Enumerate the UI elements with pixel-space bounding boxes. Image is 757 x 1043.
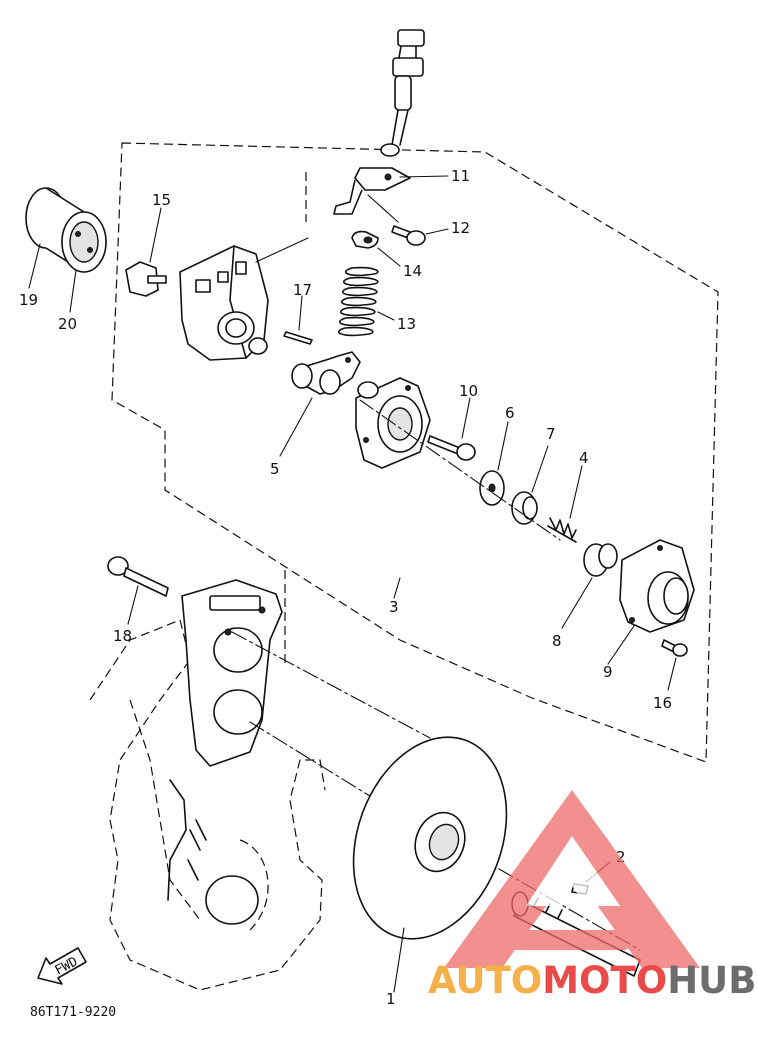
part-5-cam (279, 351, 361, 457)
part-6-washer (479, 421, 509, 506)
part-13-spring (338, 266, 395, 337)
watermark-hub: HUB (667, 959, 756, 1002)
callout-19: 19 (19, 291, 38, 309)
callout-7: 7 (546, 425, 556, 443)
part-18-bolt (107, 556, 169, 625)
part-15-plate (125, 207, 167, 297)
callout-8: 8 (552, 632, 562, 650)
part-19-20-cap (25, 187, 107, 313)
cylinder-block (167, 579, 283, 925)
forward-arrow-marker: FWD (37, 947, 87, 985)
callout-14: 14 (403, 262, 422, 280)
part-7-seal (511, 445, 549, 525)
part-17-pin (283, 295, 313, 345)
callout-18: 18 (113, 627, 132, 645)
callout-13: 13 (397, 315, 416, 333)
engine-case (89, 619, 326, 991)
callout-20: 20 (58, 315, 77, 333)
callout-11: 11 (451, 167, 470, 185)
part-8-piston (561, 543, 618, 629)
part-3-leader (393, 577, 401, 599)
callout-15: 15 (152, 191, 171, 209)
watermark-text: AUTOMOTOHUB (428, 959, 756, 1002)
callout-1: 1 (386, 990, 396, 1008)
callout-2: 2 (616, 848, 626, 866)
callout-9: 9 (603, 663, 613, 681)
watermark-auto: AUTO (428, 959, 542, 1002)
part-12-bolt (391, 225, 449, 246)
part-11-bracket (333, 167, 449, 223)
valve-housing (179, 237, 309, 361)
callout-labels: 1 2 3 4 5 6 7 8 9 10 11 12 13 14 15 16 1… (19, 167, 672, 1008)
callout-12: 12 (451, 219, 470, 237)
cable-rod (380, 29, 425, 157)
watermark-logo (444, 790, 700, 968)
assembly-outline (111, 142, 719, 763)
callout-3: 3 (389, 598, 399, 616)
part-14-collar (351, 230, 401, 267)
watermark-moto: MOTO (542, 959, 667, 1002)
callout-6: 6 (505, 404, 515, 422)
part-9-cover (607, 539, 695, 665)
callout-5: 5 (270, 460, 280, 478)
callout-10: 10 (459, 382, 478, 400)
callout-4: 4 (579, 449, 589, 467)
part-16-bolt (661, 639, 688, 691)
diagram-code: 86T171-9220 (30, 1005, 116, 1020)
part-10-bolt (427, 397, 476, 461)
callout-16: 16 (653, 694, 672, 712)
callout-17: 17 (293, 281, 312, 299)
watermark: AUTOMOTOHUB (428, 790, 756, 1002)
part-1-sheave (352, 736, 508, 993)
part-4-spring (547, 465, 583, 543)
